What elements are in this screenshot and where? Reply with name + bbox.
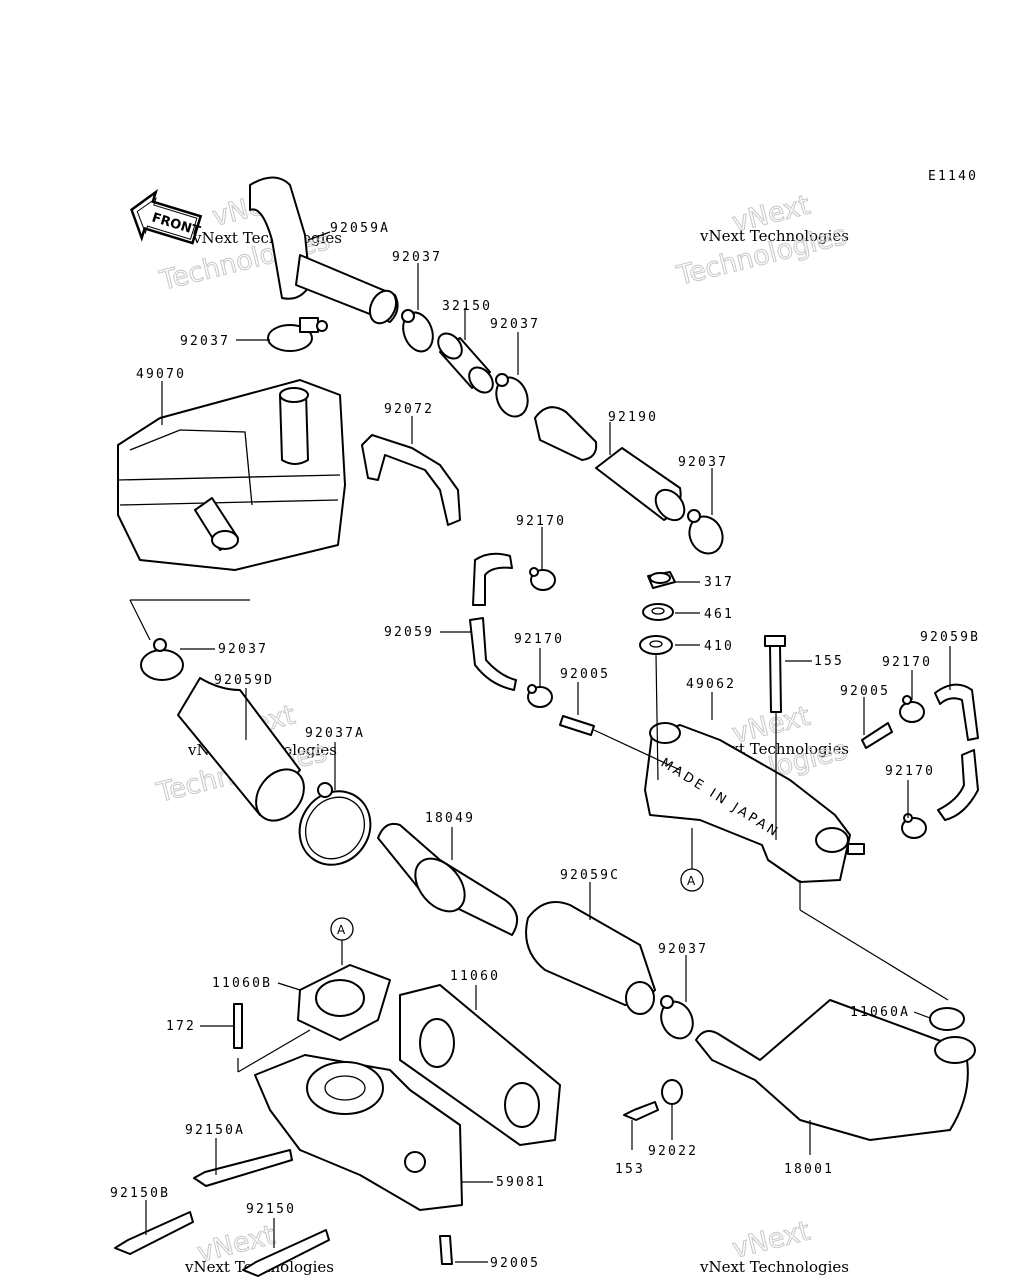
stud-92005 [861,722,893,749]
bolt-92150A [193,1149,293,1187]
clamp-92037 [140,638,184,681]
hose-92059C [525,901,656,1015]
hose-92190 [534,406,686,522]
bracket-92072 [361,434,461,526]
part-label: 92190 [608,410,658,425]
hose-92059 [469,552,517,691]
part-label: 92170 [516,514,566,529]
part-label: 92005 [490,1256,540,1271]
bolt-92150 [242,1229,330,1277]
part-label: 155 [814,654,844,669]
part-label: 49062 [686,677,736,692]
stud-92005 [439,1235,453,1265]
part-label: 32150 [442,299,492,314]
clamp-92037A [298,782,372,866]
chamber-18001 [695,999,976,1141]
clamp-92037 [687,509,724,555]
washer-92022 [661,1079,683,1105]
part-label: 92059C [560,868,620,883]
part-label: 92037A [305,726,365,741]
clamp-92037 [495,373,529,418]
part-label: 11060 [450,969,500,984]
part-label: 92150B [110,1186,170,1201]
ref-marker-a: A [330,917,354,941]
part-label: 92037 [392,250,442,265]
hose-92059B [934,683,979,821]
watermark-text: vNext Technologies [699,1258,849,1276]
part-label: 153 [615,1162,645,1177]
clamp-92170 [529,567,556,591]
part-label: 92037 [218,642,268,657]
svg-text:A: A [687,874,696,888]
gasket-11060 [399,984,561,1146]
clamp-92170 [527,684,553,708]
part-label: 92037 [180,334,230,349]
part-label: 92170 [885,764,935,779]
stud-92005 [559,715,595,736]
part-label: 92170 [514,632,564,647]
bolt-153 [623,1101,659,1121]
part-label: 11060B [212,976,272,991]
part-label: 92005 [560,667,610,682]
washer-410 [639,635,673,655]
gasket-11060B [297,964,391,1041]
watermark-bottom-right: vNext vNext Technologies [699,1215,849,1276]
bolt-92150B [114,1211,194,1255]
watermark-top-right: vNext vNext Technologies Technologies [673,189,851,292]
part-label: 59081 [496,1175,546,1190]
svg-text:A: A [337,923,346,937]
clamp-92170 [899,695,925,723]
muffler-49070 [117,379,346,571]
part-label: 317 [704,575,734,590]
part-label: 92037 [658,942,708,957]
part-label: 92072 [384,402,434,417]
part-label: 92170 [882,655,932,670]
part-label: 92022 [648,1144,698,1159]
part-label: 92037 [678,455,728,470]
diagram-code: E1140 [928,169,978,184]
part-label: 172 [166,1019,196,1034]
nut-317 [647,571,676,589]
hose-92059A [249,176,399,325]
exhaust-pipe-59081 [254,1054,463,1211]
part-label: 92059A [330,221,390,236]
part-label: 92037 [490,317,540,332]
part-label: 18001 [784,1162,834,1177]
washer-461 [642,603,674,621]
part-label: 92005 [840,684,890,699]
part-label: 18049 [425,811,475,826]
clamp-92170 [901,813,927,839]
part-label: 92059 [384,625,434,640]
clamp-92037 [660,995,694,1040]
bolt-155 [764,635,786,713]
hose-92059D [177,677,305,822]
part-label: 92059B [920,630,980,645]
part-label: 92150A [185,1123,245,1138]
pipe-18049 [377,822,519,936]
part-label: 461 [704,607,734,622]
leader-lines [129,231,951,1263]
coupler-32150 [437,332,494,394]
part-label: 49070 [136,367,186,382]
stud-172 [233,1003,243,1049]
part-label: 92150 [246,1202,296,1217]
ref-marker-a: A [680,868,704,892]
watermark-text: vNext Technologies [699,227,849,245]
part-label: 11060A [850,1005,910,1020]
part-label: 92059D [214,673,274,688]
clamp-92037 [401,309,434,353]
clamp-92037 [267,317,328,352]
part-label: 410 [704,639,734,654]
